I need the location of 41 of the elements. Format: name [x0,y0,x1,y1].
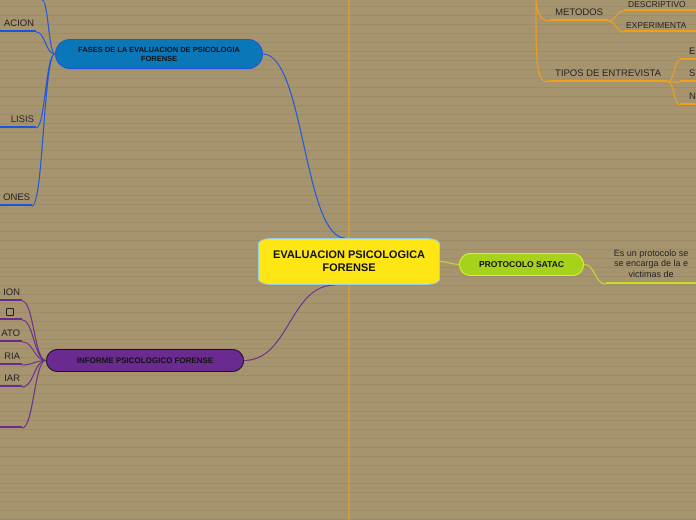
branch-connector [22,319,46,362]
branch-connector [584,264,606,285]
branch-connector [36,54,56,128]
subtopic-label: LISIS [0,109,36,128]
subtopic-label: DESCRIPTIVO [624,0,696,11]
branch-connector [262,53,346,239]
branch-connector [22,360,46,388]
branch-connector [608,20,624,33]
subtopic-label: IAR [0,370,22,387]
subtopic-label: ACION [0,14,36,32]
subtopic-label: ONES [0,187,32,206]
branch-connector [22,300,46,361]
subtopic-label: N [680,87,696,105]
description-text: Es un protocolo se se encarga de la e victimas de [606,244,696,284]
branch-connector [535,0,548,83]
subtopic-label: ATO [0,325,22,342]
central-topic: EVALUACION PSICOLOGICA FORENSE [258,238,440,285]
subtopic-label: RIA [0,347,22,365]
branch-connector [22,360,46,366]
branch-connector [348,285,350,520]
branch-topic: PROTOCOLO SATAC [459,253,584,276]
branch-connector [22,360,46,428]
branch-connector [22,341,46,362]
branch-connector [668,59,680,83]
branch-connector [42,0,56,54]
subtopic-label: ION [0,284,22,301]
branch-connector [32,54,56,206]
branch-connector [348,0,350,238]
branch-connector [668,81,680,83]
branch-connector [36,31,56,55]
branch-connector [608,10,624,22]
branch-topic: INFORME PSICOLOGICO FORENSE [46,349,244,372]
subtopic-label: EXPERIMENTA [624,14,696,32]
subtopic-label: S [680,64,696,82]
subtopic-label: TIPOS DE ENTREVISTA [548,64,668,82]
subtopic-label: METODOS [550,6,608,21]
subtopic-label: E [680,42,696,60]
branch-connector [668,81,680,106]
branch-connector [440,260,460,266]
subtopic-line [0,305,22,320]
branch-connector [244,284,336,362]
